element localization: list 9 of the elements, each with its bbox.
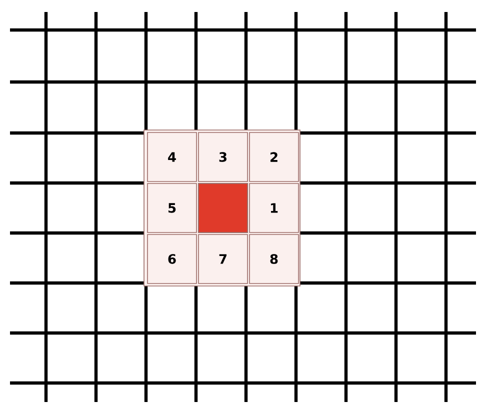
numbered-cell: 5 xyxy=(147,183,197,233)
numbered-cell: 3 xyxy=(198,132,248,182)
numbered-cell: 4 xyxy=(147,132,197,182)
center-cell xyxy=(198,183,248,233)
numbered-cell: 6 xyxy=(147,234,197,284)
numbered-cell: 1 xyxy=(249,183,299,233)
numbered-cell: 8 xyxy=(249,234,299,284)
numbered-cell: 2 xyxy=(249,132,299,182)
numbered-cell: 7 xyxy=(198,234,248,284)
